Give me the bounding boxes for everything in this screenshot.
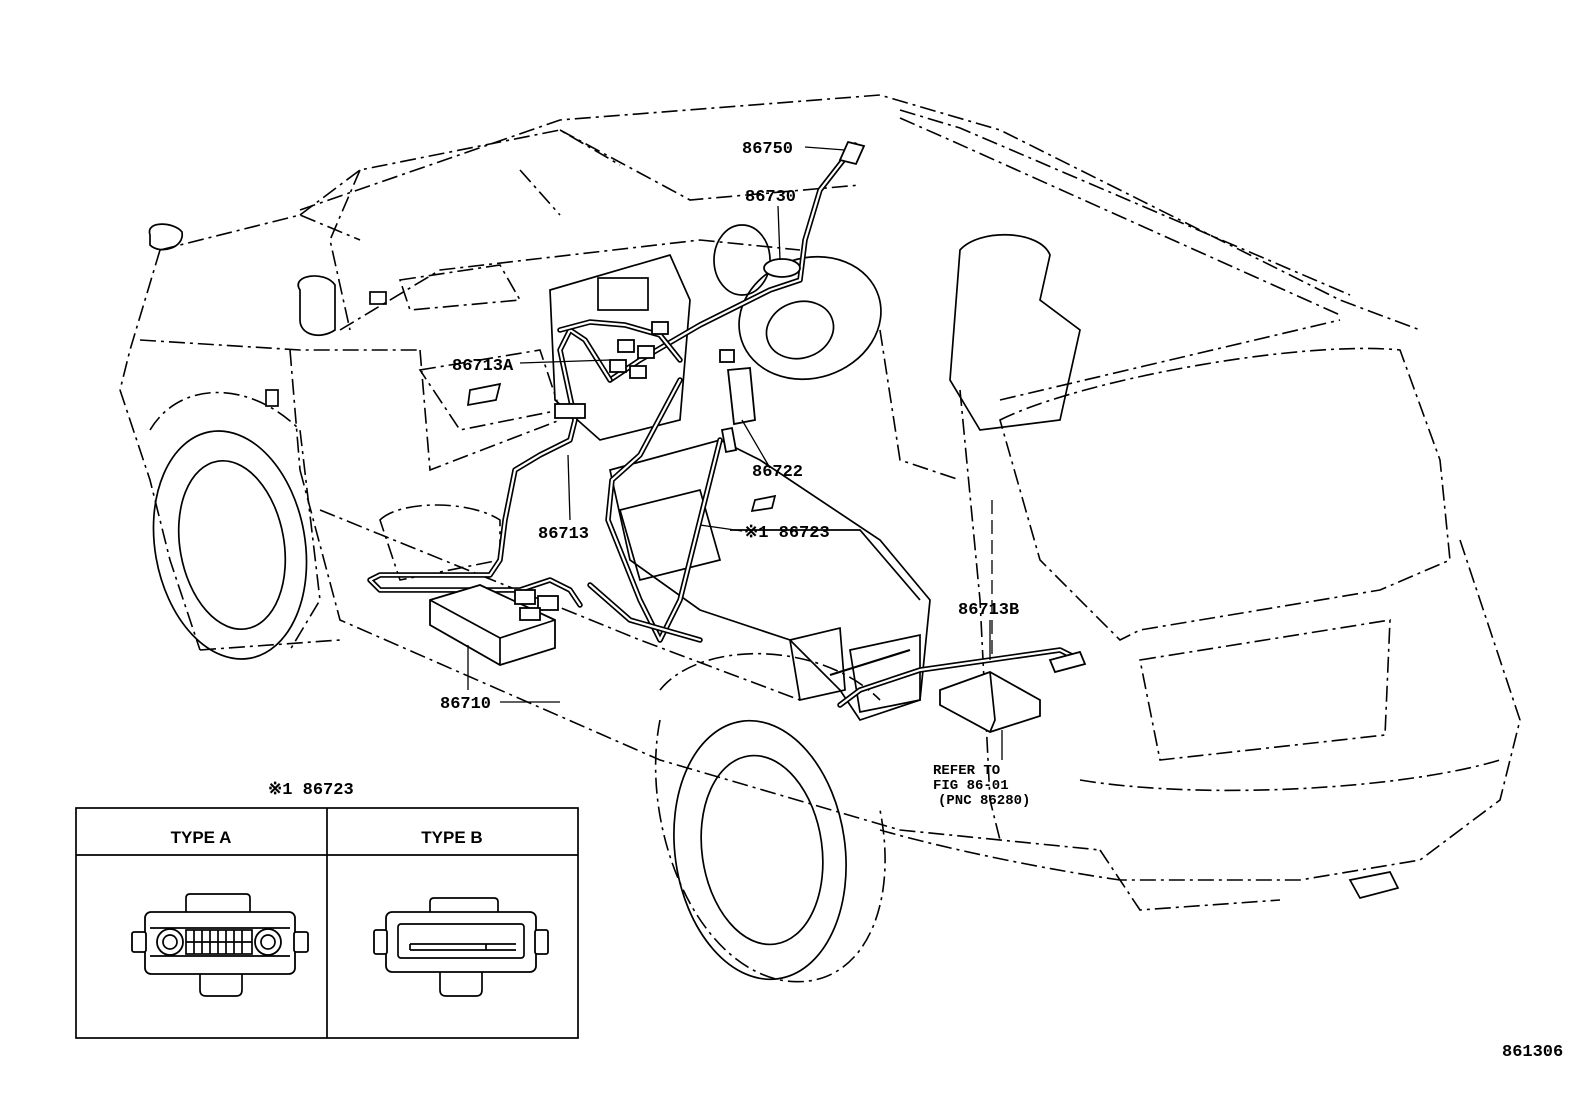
- component-86722: [720, 367, 756, 454]
- wire-harness: [367, 142, 1083, 708]
- leader-lines: [467, 146, 1003, 760]
- connector-type-inset: ※1 86723 TYPE A TYPE B: [75, 781, 579, 1039]
- component-86730: [763, 258, 801, 278]
- refer-note-line1: REFER TO: [933, 763, 1000, 779]
- figure-number: 861306: [1502, 1043, 1563, 1062]
- callout-86723: ※1 86723: [744, 524, 830, 543]
- callout-86722: 86722: [752, 463, 803, 482]
- component-86280-bracket: [939, 650, 1087, 733]
- refer-note-line2: FIG 86-01: [933, 778, 1009, 794]
- callout-86713A: 86713A: [452, 357, 514, 376]
- callout-86713: 86713: [538, 525, 589, 544]
- vehicle-outline: [119, 94, 1521, 983]
- callout-86710: 86710: [440, 695, 491, 714]
- refer-note-line3: (PNC 86280): [938, 793, 1030, 809]
- type-a-connector-drawing: [131, 893, 309, 997]
- callout-86713B: 86713B: [958, 601, 1019, 620]
- rear-wheel: [673, 719, 847, 981]
- inset-title: ※1 86723: [268, 781, 354, 800]
- inset-type-b-label: TYPE B: [421, 828, 482, 847]
- connectors-86713A: [554, 321, 735, 419]
- type-b-connector-drawing: [373, 897, 549, 997]
- inset-type-a-label: TYPE A: [171, 828, 232, 847]
- component-86750: [838, 140, 866, 166]
- callout-86730: 86730: [745, 188, 796, 207]
- front-wheel: [152, 430, 308, 660]
- component-86710: [429, 584, 559, 666]
- callout-86750: 86750: [742, 140, 793, 159]
- refer-note: REFER TO FIG 86-01 (PNC 86280): [933, 763, 1030, 809]
